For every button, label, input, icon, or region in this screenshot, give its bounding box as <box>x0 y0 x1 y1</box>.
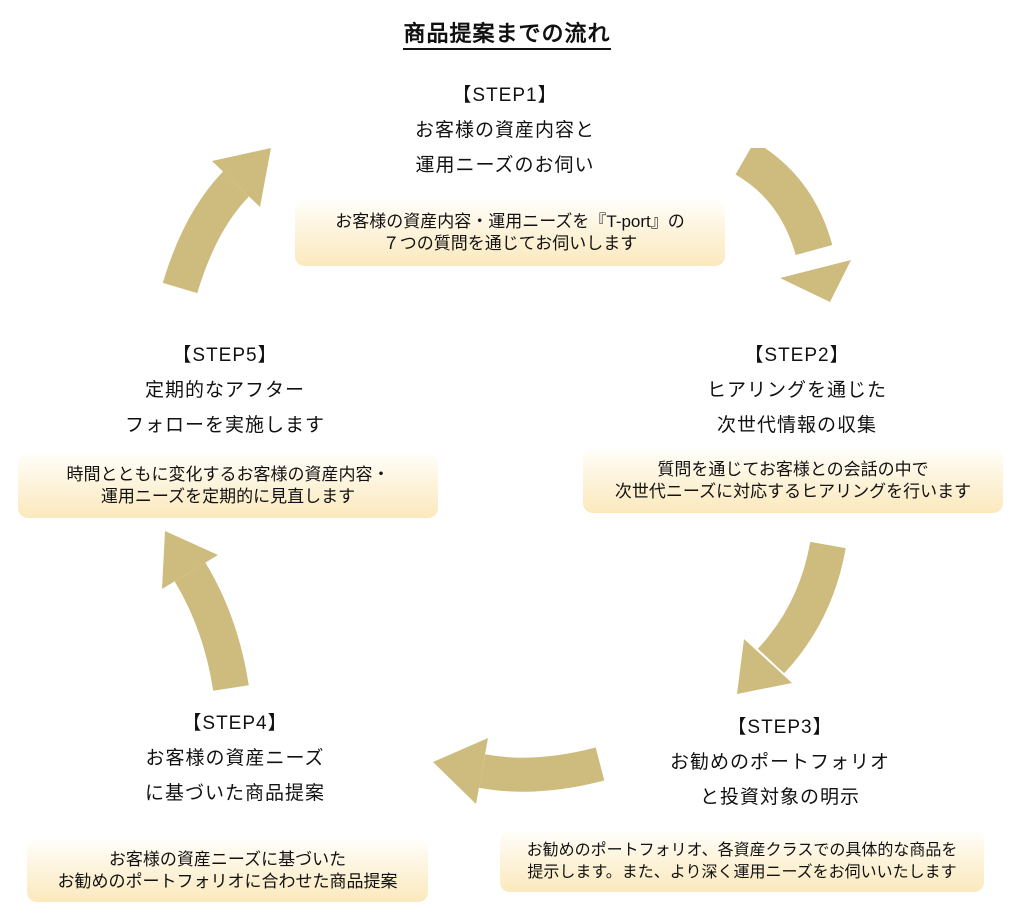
page-title: 商品提案までの流れ <box>0 16 1014 50</box>
step2-note-box: 質問を通じてお客様との会話の中で 次世代ニーズに対応するヒアリングを行います <box>583 449 1003 513</box>
step4-heading: 【STEP4】 お客様の資産ニーズ に基づいた商品提案 <box>85 706 385 811</box>
step5-heading: 【STEP5】 定期的なアフター フォローを実施します <box>75 338 375 443</box>
curved-arrow-step4-to-step5-icon <box>162 531 249 691</box>
step5-line2: フォローを実施します <box>124 415 325 436</box>
step3-note-line2: 提示します。また、より深く運用ニーズをお伺いいたします <box>527 863 957 881</box>
step1-note-line1: お客様の資産内容・運用ニーズを『T-port』の <box>335 212 685 231</box>
step5-line1: 定期的なアフター <box>144 380 305 401</box>
step3-line2: と投資対象の明示 <box>699 787 860 808</box>
step2-note-line2: 次世代ニーズに対応するヒアリングを行います <box>614 482 972 501</box>
step1-line1: お客様の資産内容と <box>414 120 595 141</box>
curved-arrow-step1-to-step2-icon <box>735 148 851 302</box>
step3-note-line1: お勧めのポートフォリオ、各資産クラスでの具体的な商品を <box>526 841 958 859</box>
curved-arrow-step5-to-step1-icon <box>162 148 271 294</box>
step1-label: 【STEP1】 <box>452 85 558 106</box>
step5-note-line1: 時間とともに変化するお客様の資産内容・ <box>66 465 390 484</box>
curved-arrow-step2-to-step3-icon <box>737 541 846 694</box>
step3-heading: 【STEP3】 お勧めのポートフォリオ と投資対象の明示 <box>630 710 930 815</box>
step2-note-line1: 質問を通じてお客様との会話の中で <box>657 460 929 479</box>
step4-note-box: お客様の資産ニーズに基づいた お勧めのポートフォリオに合わせた商品提案 <box>27 840 428 902</box>
step4-note-line2: お勧めのポートフォリオに合わせた商品提案 <box>57 872 398 891</box>
step3-label: 【STEP3】 <box>727 717 833 738</box>
step2-line1: ヒアリングを通じた <box>706 380 887 401</box>
step3-line1: お勧めのポートフォリオ <box>669 752 890 773</box>
step4-line1: お客様の資産ニーズ <box>145 748 325 769</box>
step2-heading: 【STEP2】 ヒアリングを通じた 次世代情報の収集 <box>647 338 947 443</box>
step4-line2: に基づいた商品提案 <box>144 783 325 804</box>
step4-note-line1: お客様の資産ニーズに基づいた <box>108 850 347 869</box>
step2-label: 【STEP2】 <box>744 345 850 366</box>
step5-note-line2: 運用ニーズを定期的に見直します <box>100 487 356 506</box>
step5-label: 【STEP5】 <box>172 345 278 366</box>
step1-line2: 運用ニーズのお伺い <box>415 155 595 176</box>
step4-label: 【STEP4】 <box>182 713 288 734</box>
step3-note-box: お勧めのポートフォリオ、各資産クラスでの具体的な商品を 提示します。また、より深… <box>500 831 984 892</box>
curved-arrow-step3-to-step4-icon <box>433 738 605 804</box>
step2-line2: 次世代情報の収集 <box>716 415 877 436</box>
step1-note-box: お客様の資産内容・運用ニーズを『T-port』の ７つの質問を通じてお伺いします <box>295 200 725 266</box>
step1-note-line2: ７つの質問を通じてお伺いします <box>382 234 638 253</box>
step1-heading: 【STEP1】 お客様の資産内容と 運用ニーズのお伺い <box>355 78 655 183</box>
step5-note-box: 時間とともに変化するお客様の資産内容・ 運用ニーズを定期的に見直します <box>18 454 438 518</box>
